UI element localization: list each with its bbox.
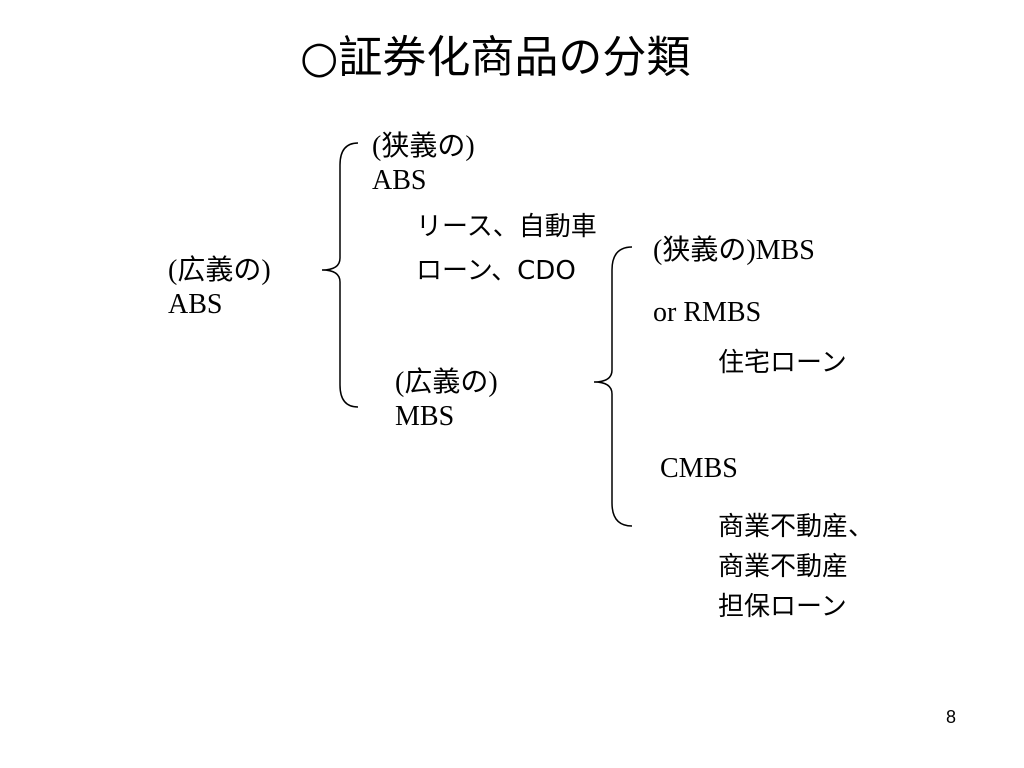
- narrow-abs-qualifier: (狭義の): [372, 131, 475, 162]
- narrow-abs-examples: リース、自動車 ローン、CDO: [416, 205, 597, 293]
- narrow-mbs-term: (狭義の)MBS: [653, 235, 815, 266]
- slide-number: 8: [946, 707, 957, 727]
- cmbs-term: CMBS: [660, 453, 738, 484]
- rmbs-label: or RMBS: [653, 296, 761, 330]
- cmbs-example-3: 担保ローン: [718, 592, 847, 622]
- narrow-mbs-label: (狭義の)MBS: [653, 234, 815, 268]
- rmbs-example-text: 住宅ローン: [718, 348, 847, 378]
- broad-mbs-label: (広義の) MBS: [395, 366, 498, 434]
- narrow-abs-label: (狭義の) ABS: [372, 130, 475, 198]
- rmbs-example: 住宅ローン: [718, 346, 847, 380]
- broad-abs-qualifier: (広義の): [168, 255, 271, 286]
- slide-title: ○証券化商品の分類: [300, 32, 691, 83]
- cmbs-example-2: 商業不動産: [718, 552, 849, 582]
- narrow-abs-example-1: リース、自動車: [416, 212, 597, 242]
- broad-abs-label: (広義の) ABS: [168, 254, 271, 322]
- rmbs-term: or RMBS: [653, 297, 762, 328]
- broad-mbs-term: MBS: [395, 401, 455, 432]
- broad-abs-term: ABS: [168, 289, 223, 320]
- cmbs-label: CMBS: [660, 452, 738, 486]
- narrow-abs-example-2: ローン、CDO: [416, 256, 576, 286]
- broad-mbs-qualifier: (広義の): [395, 367, 498, 398]
- left-brace: [321, 142, 359, 408]
- right-brace: [593, 246, 633, 527]
- narrow-abs-term: ABS: [372, 165, 427, 196]
- cmbs-examples: 商業不動産、 商業不動産 担保ローン: [718, 507, 874, 627]
- cmbs-example-1: 商業不動産、: [718, 512, 875, 542]
